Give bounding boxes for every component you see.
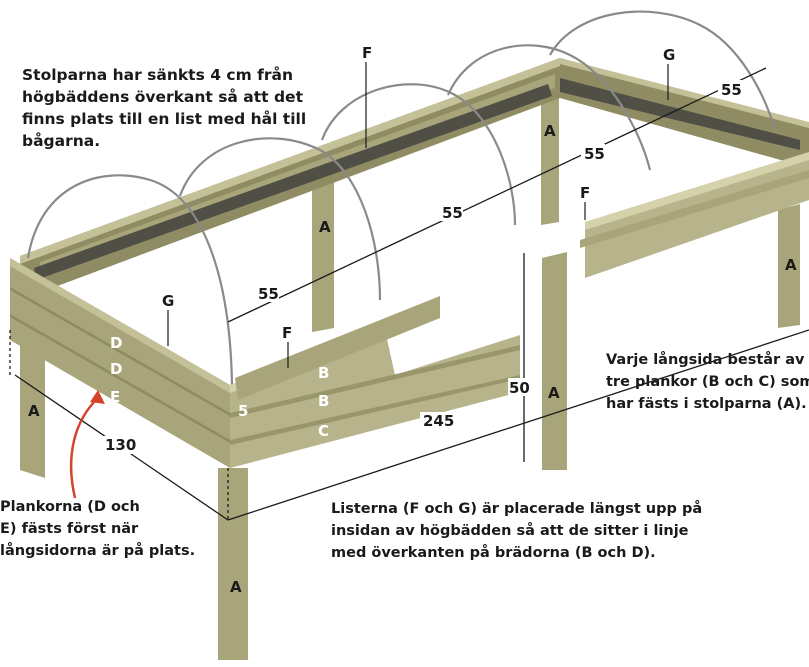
label-a-front-middle: A xyxy=(548,384,560,402)
dim-50: 50 xyxy=(509,379,530,397)
note-top-left-line-3: finns plats till en list med hål till xyxy=(22,110,307,128)
note-top-left: Stolparna har sänkts 4 cm från högbädden… xyxy=(22,64,306,152)
note-bottom-line-1: Listerna (F och G) är placerade längst u… xyxy=(331,501,703,517)
dim-5: 5 xyxy=(238,402,248,420)
note-bottom-left: Plankorna (D och E) fästs först när lång… xyxy=(0,496,195,562)
arch-5 xyxy=(549,10,777,131)
arch-3 xyxy=(320,83,517,226)
note-bottom-line-3: med överkanten på brädorna (B och D). xyxy=(331,545,656,561)
label-g-left: G xyxy=(162,292,174,310)
arch-2 xyxy=(178,137,382,301)
note-top-left-line-2: högbäddens överkant så att det xyxy=(22,88,303,106)
left-short-side xyxy=(10,258,230,468)
strip-f-front xyxy=(235,296,440,400)
note-bottom: Listerna (F och G) är placerade längst u… xyxy=(331,498,702,564)
dim-55-3: 55 xyxy=(584,145,605,163)
label-d-2: D xyxy=(110,360,122,378)
arrow-head xyxy=(90,390,105,404)
dim-55-1: 55 xyxy=(258,285,279,303)
label-g-right: G xyxy=(663,46,675,64)
front-long-side-right xyxy=(580,152,809,278)
dim-245: 245 xyxy=(423,412,454,430)
post-front-middle xyxy=(542,252,567,470)
note-bottom-line-2: insidan av högbädden så att de sitter i … xyxy=(331,523,689,539)
label-a-front-left: A xyxy=(28,402,40,420)
post-back-middle xyxy=(541,82,559,225)
soil-strip-right xyxy=(560,78,800,150)
arch-1 xyxy=(26,174,234,386)
note-bottom-left-line-3: långsidorna är på plats. xyxy=(0,543,196,559)
note-top-left-line-1: Stolparna har sänkts 4 cm från xyxy=(22,66,294,84)
label-b-2: B xyxy=(318,392,329,410)
post-front-corner xyxy=(218,468,248,660)
label-f-front: F xyxy=(282,324,292,342)
label-b-1: B xyxy=(318,364,329,382)
part-labels: A A A A A A F F F G G D D E B B C xyxy=(28,44,797,596)
label-e: E xyxy=(110,388,120,406)
note-right: Varje långsida består av tre plankor (B … xyxy=(606,349,809,415)
pointer-arrow xyxy=(69,397,99,499)
note-right-line-3: har fästs i stolparna (A). xyxy=(606,396,807,412)
label-a-front-corner: A xyxy=(230,578,242,596)
back-posts xyxy=(312,82,800,332)
front-long-side-left xyxy=(230,296,520,468)
label-a-back-middle: A xyxy=(544,122,556,140)
note-top-left-line-4: bågarna. xyxy=(22,132,101,150)
note-right-line-2: tre plankor (B och C) som xyxy=(606,374,809,390)
dimension-labels: 55 55 55 55 245 130 50 5 xyxy=(102,80,742,454)
post-front-left xyxy=(20,340,45,478)
label-d-1: D xyxy=(110,334,122,352)
label-f-back: F xyxy=(362,44,372,62)
note-right-line-1: Varje långsida består av xyxy=(606,352,805,368)
post-right-corner xyxy=(778,204,800,328)
note-bottom-left-line-1: Plankorna (D och xyxy=(0,499,140,515)
front-posts xyxy=(20,252,567,660)
dim-55-4: 55 xyxy=(721,81,742,99)
dim-130: 130 xyxy=(105,436,136,454)
dim-55-2: 55 xyxy=(442,204,463,222)
note-bottom-left-line-2: E) fästs först när xyxy=(0,521,139,537)
label-a-right: A xyxy=(785,256,797,274)
label-f-right: F xyxy=(580,184,590,202)
label-c: C xyxy=(318,422,329,440)
dimension-lines xyxy=(9,67,809,521)
post-back-left xyxy=(312,165,334,332)
label-a-back-left: A xyxy=(319,218,331,236)
soil-strip xyxy=(34,84,552,280)
